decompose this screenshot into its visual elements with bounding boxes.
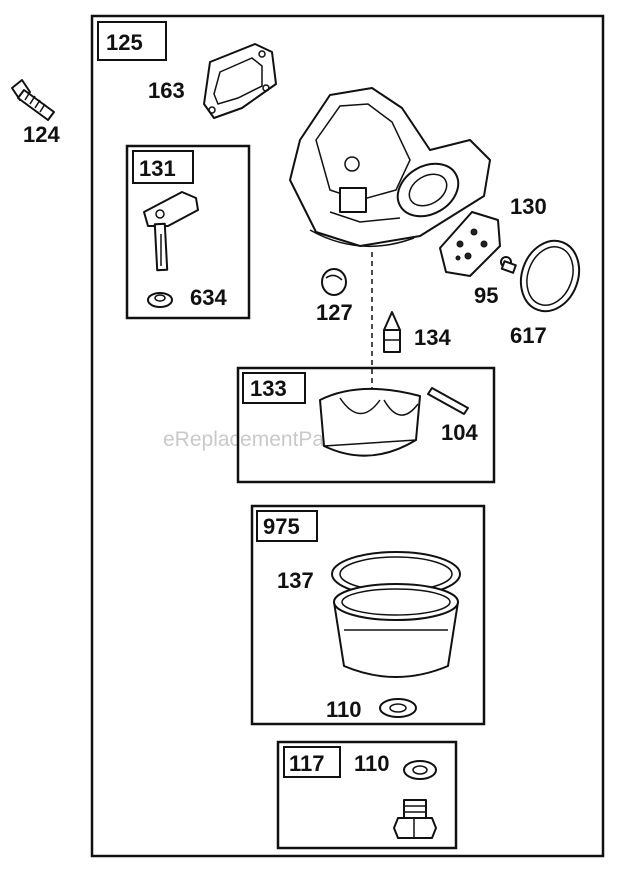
welch-plug-127[interactable] [321,268,347,296]
bowl-washer-110[interactable] [379,698,417,718]
float-box-tab [132,150,194,184]
bowl-kit-tab [256,510,318,542]
inlet-needle-134[interactable] [383,311,401,353]
gasket-163[interactable] [203,43,277,119]
needle-seat-label: 634 [190,285,227,310]
inlet-needle-label: 134 [414,325,451,350]
screw-label: 95 [474,283,498,308]
float-kit-box [236,366,496,484]
outer-kit-tab [97,21,167,61]
float-kit-tab [242,372,306,404]
float-box-label: 131 [139,156,176,181]
plate-130[interactable] [439,211,501,277]
drain-washer-label: 110 [354,751,390,776]
outer-kit-box [90,14,605,858]
needle-seat-634[interactable] [147,292,173,308]
outer-kit-label: 125 [106,30,143,55]
drain-kit-label: 117 [289,751,325,776]
bowl-washer-label: 110 [326,697,362,722]
pin-104[interactable] [427,387,469,415]
bolt-label: 124 [23,122,60,147]
drain-kit-tab [283,746,341,778]
oring-label: 617 [510,323,547,348]
bowl-975[interactable] [333,583,459,678]
oring-617[interactable] [511,233,588,320]
bolt-124[interactable] [11,79,55,121]
pin-label: 104 [441,420,478,445]
float-133[interactable] [319,387,421,457]
bowl-kit-box [250,504,486,726]
welch-plug-label: 127 [316,300,353,325]
float-kit-label: 133 [250,376,287,401]
float-box [125,144,251,320]
bowl-gasket-137[interactable] [331,551,461,597]
carburetor-body[interactable] [289,87,491,248]
drain-plug-117[interactable] [393,799,437,839]
screw-95[interactable] [500,256,517,274]
plate-label: 130 [510,194,547,219]
drain-washer-110[interactable] [403,760,437,780]
gasket-163-label: 163 [148,78,185,103]
float-131[interactable] [143,191,199,272]
drain-kit-box [276,740,458,850]
bowl-gasket-label: 137 [277,568,314,593]
bowl-kit-label: 975 [263,514,300,539]
